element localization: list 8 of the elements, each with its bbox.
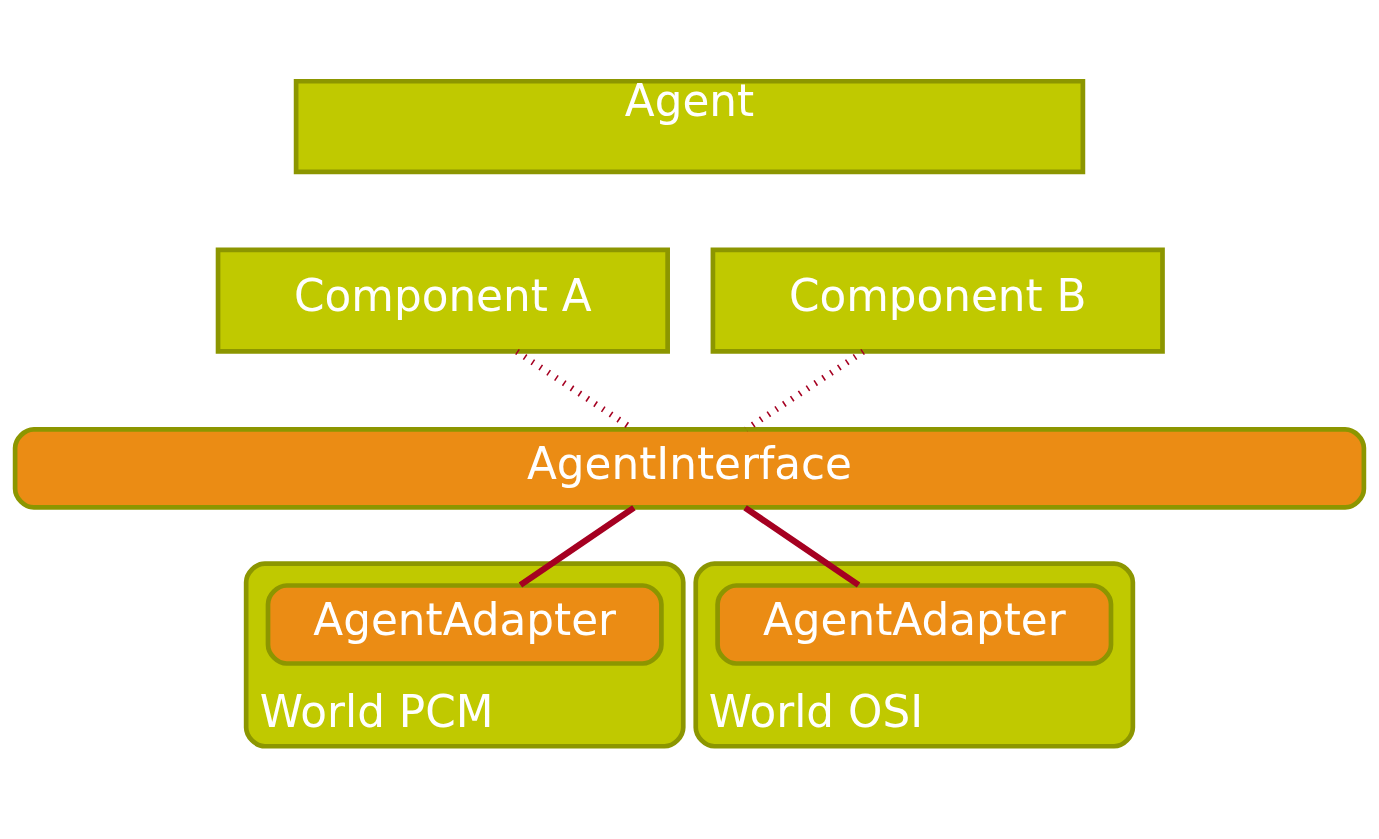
node-box: Agent	[293, 78, 1086, 174]
node-box: Component A	[215, 247, 670, 354]
node-box: Component B	[710, 247, 1165, 354]
node-box: AgentAdapter	[265, 582, 664, 666]
connector	[743, 504, 861, 588]
node-box: AgentAdapter	[715, 582, 1114, 666]
node-box: AgentInterface	[12, 426, 1367, 510]
connector	[518, 504, 636, 588]
